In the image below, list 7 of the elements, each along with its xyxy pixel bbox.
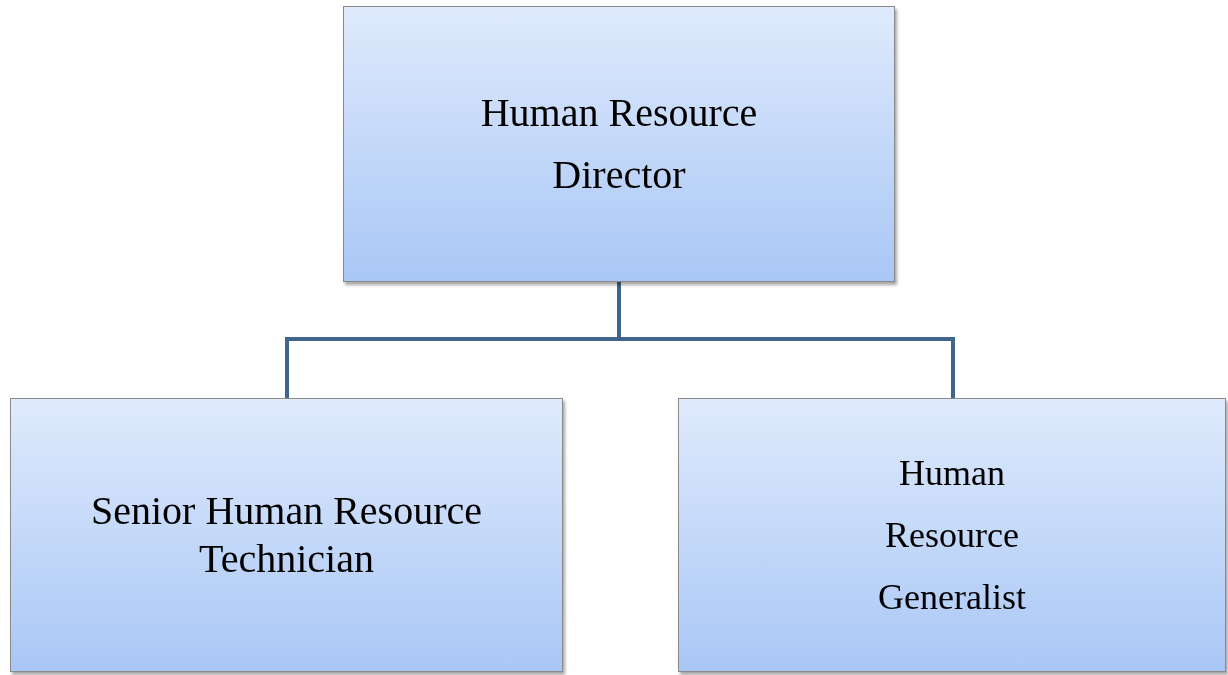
position-box: [10, 398, 563, 672]
position-box: [343, 6, 895, 282]
position-title: Senior Human Resource Technician: [90, 487, 483, 583]
position-title: Human Resource Generalist: [877, 452, 1027, 619]
position-box: [678, 398, 1226, 672]
position-title: Human Resource Director: [479, 89, 759, 199]
connector-line: [617, 282, 955, 398]
